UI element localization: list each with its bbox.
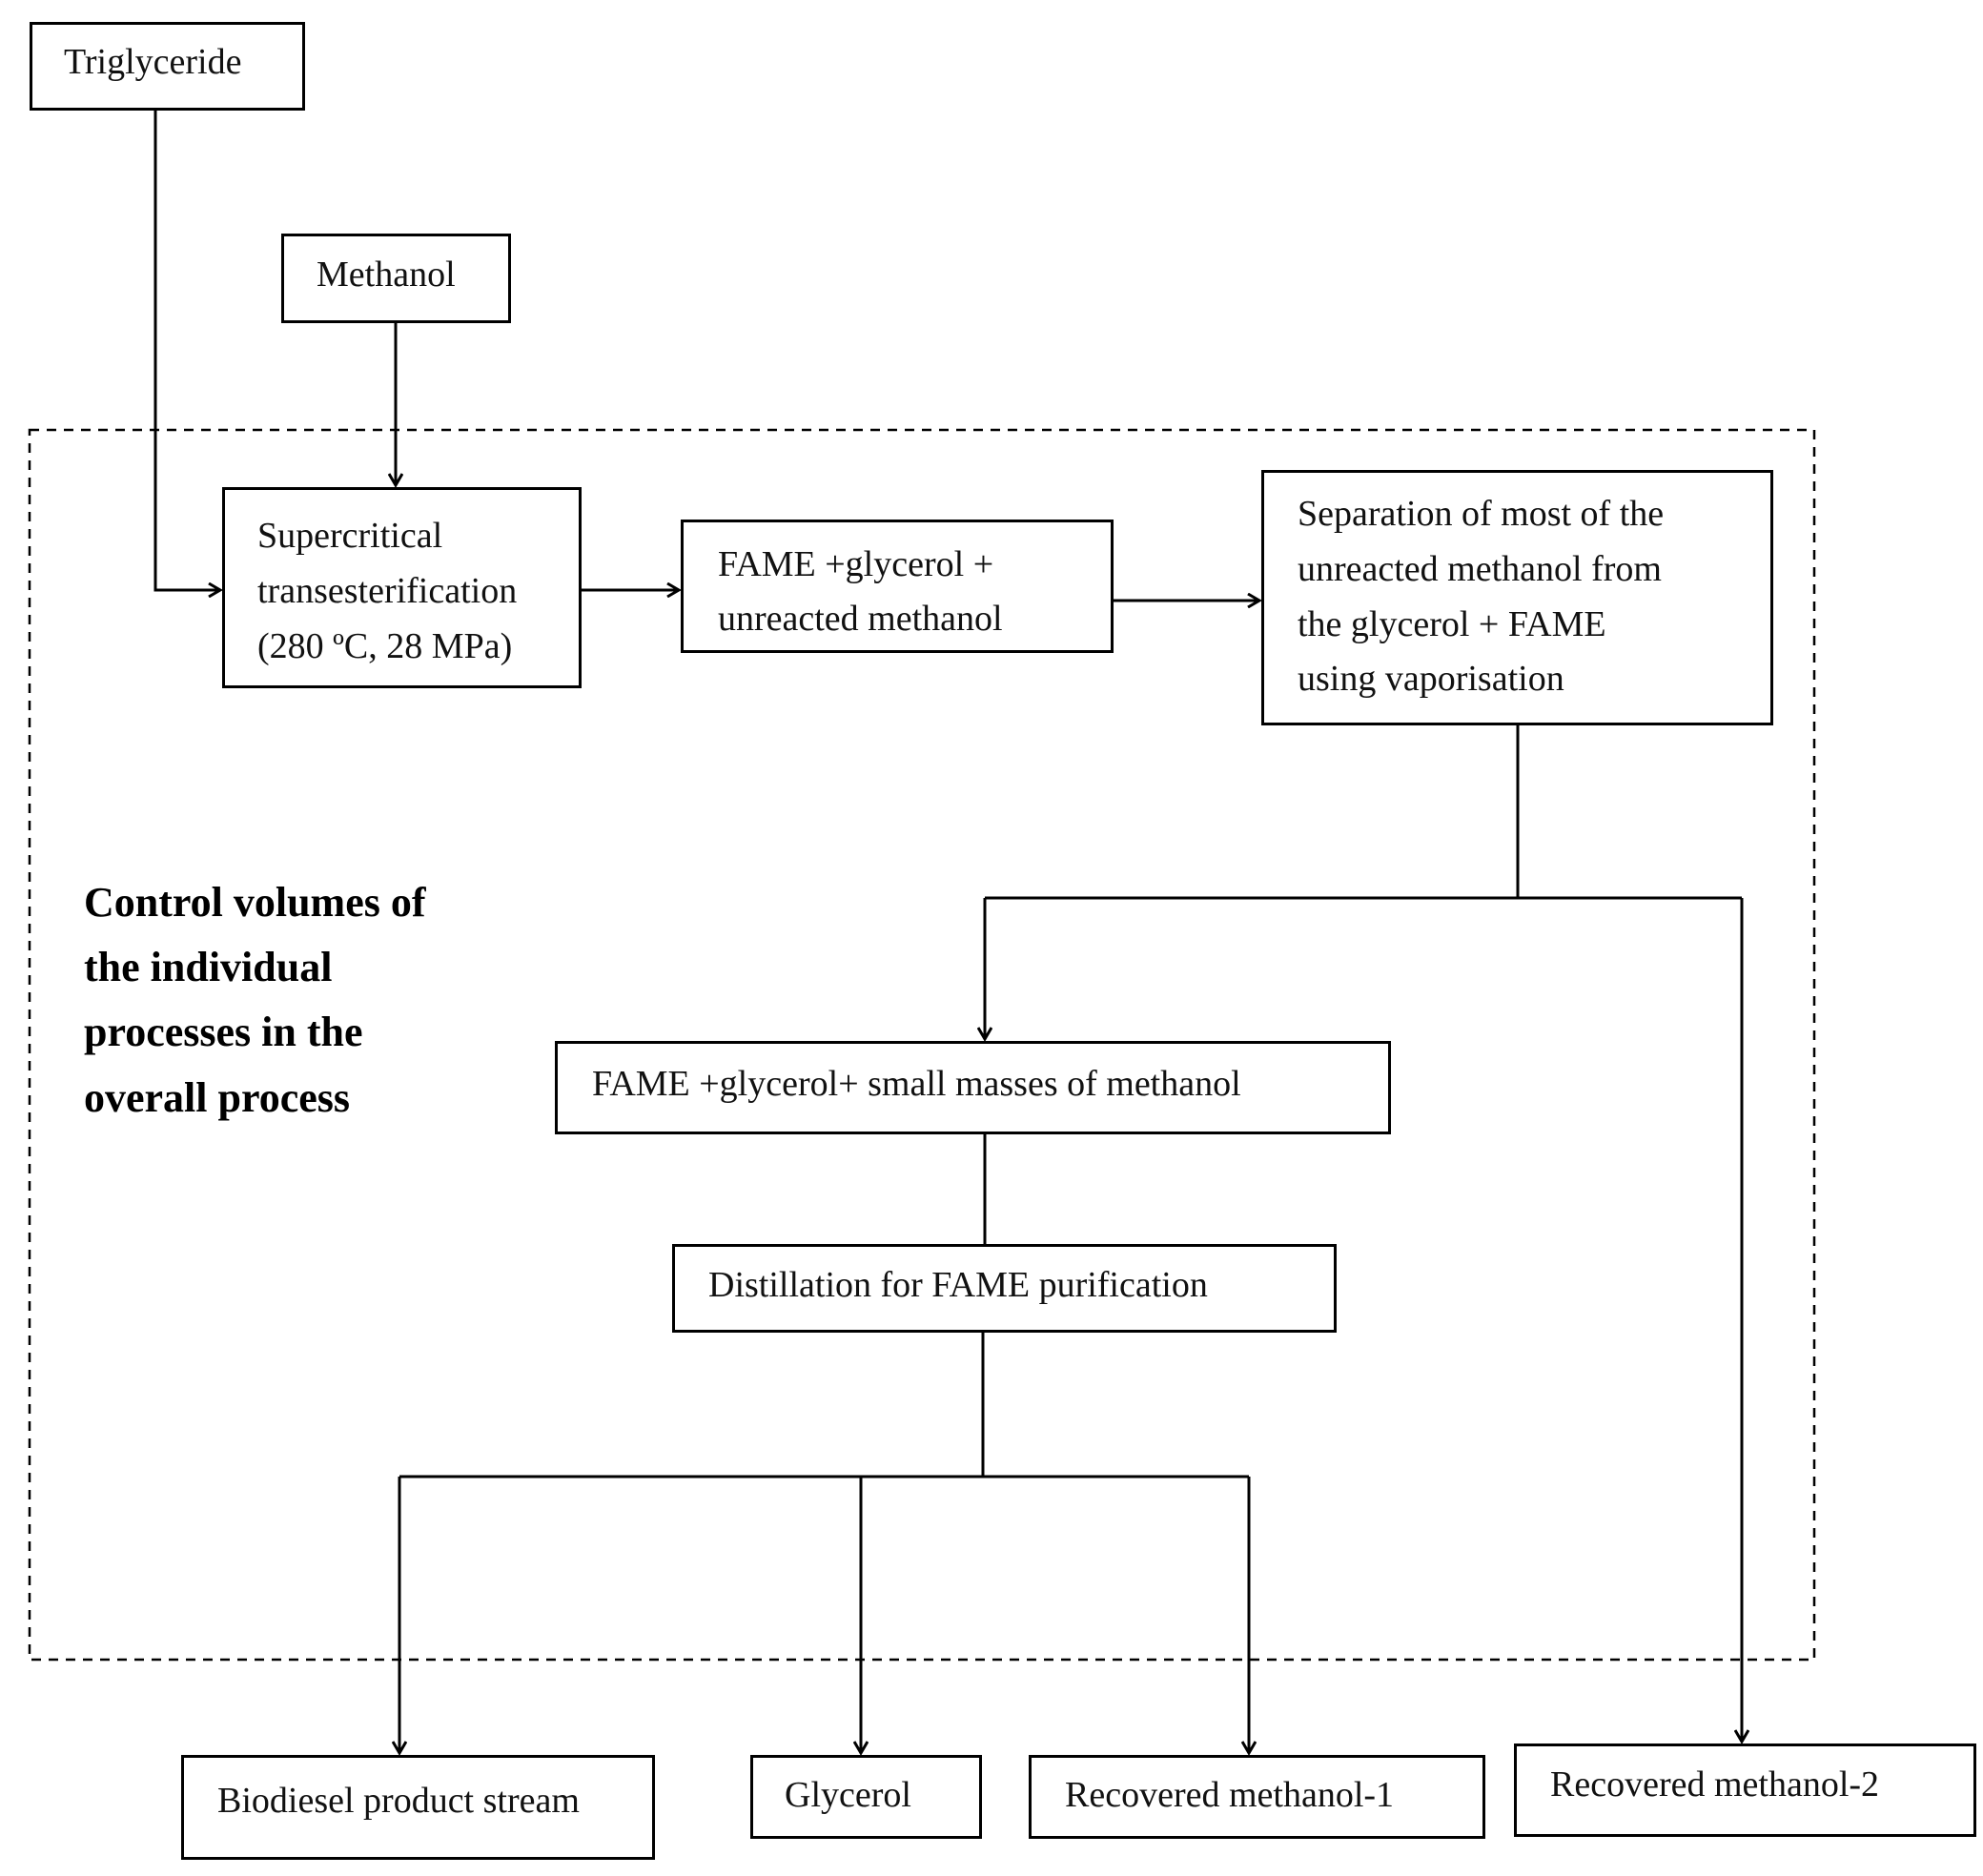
separation-line-3: the glycerol + FAME bbox=[1298, 603, 1606, 644]
fame-small-methanol-box: FAME +glycerol+ small masses of methanol bbox=[555, 1041, 1391, 1134]
separation-line-1: Separation of most of the bbox=[1298, 494, 1665, 534]
control-volume-label-line-4: overall process bbox=[84, 1073, 351, 1121]
fame-mixture-box: FAME +glycerol + unreacted methanol bbox=[681, 520, 1114, 653]
methanol-label: Methanol bbox=[317, 255, 456, 295]
biodiesel-box: Biodiesel product stream bbox=[181, 1755, 655, 1860]
fame-small-methanol-label: FAME +glycerol+ small masses of methanol bbox=[592, 1064, 1241, 1104]
glycerol-label: Glycerol bbox=[785, 1775, 911, 1815]
triglyceride-label: Triglyceride bbox=[64, 42, 242, 82]
methanol-box: Methanol bbox=[281, 234, 511, 323]
transesterification-line-2: transesterification bbox=[257, 570, 518, 611]
separation-line-4: using vaporisation bbox=[1298, 659, 1564, 700]
distillation-label: Distillation for FAME purification bbox=[708, 1265, 1208, 1305]
fame-mixture-line-1: FAME +glycerol + bbox=[718, 544, 994, 584]
separation-box: Separation of most of the unreacted meth… bbox=[1261, 470, 1773, 725]
control-volume-label-line-1: Control volumes of bbox=[84, 879, 426, 926]
control-volume-label: Control volumes of the individual proces… bbox=[84, 870, 426, 1131]
recovered-methanol-1-box: Recovered methanol-1 bbox=[1029, 1755, 1485, 1839]
control-volume-label-line-2: the individual bbox=[84, 944, 333, 991]
triglyceride-feed-arrow bbox=[153, 110, 219, 590]
recovered-methanol-1-label: Recovered methanol-1 bbox=[1065, 1775, 1395, 1815]
transesterification-line-3: (280 ºC, 28 MPa) bbox=[257, 625, 513, 666]
distillation-box: Distillation for FAME purification bbox=[672, 1244, 1337, 1333]
recovered-methanol-2-box: Recovered methanol-2 bbox=[1514, 1743, 1976, 1837]
biodiesel-label: Biodiesel product stream bbox=[217, 1781, 580, 1821]
control-volume-boundary bbox=[28, 428, 1816, 1662]
triglyceride-box: Triglyceride bbox=[30, 22, 305, 111]
transesterification-box: Supercritical transesterification (280 º… bbox=[222, 487, 582, 688]
transesterification-line-1: Supercritical bbox=[257, 516, 443, 556]
fame-mixture-line-2: unreacted methanol bbox=[718, 599, 1003, 639]
glycerol-box: Glycerol bbox=[750, 1755, 982, 1839]
separation-line-2: unreacted methanol from bbox=[1298, 548, 1662, 589]
recovered-methanol-2-label: Recovered methanol-2 bbox=[1550, 1764, 1880, 1805]
control-volume-label-line-3: processes in the bbox=[84, 1009, 363, 1056]
